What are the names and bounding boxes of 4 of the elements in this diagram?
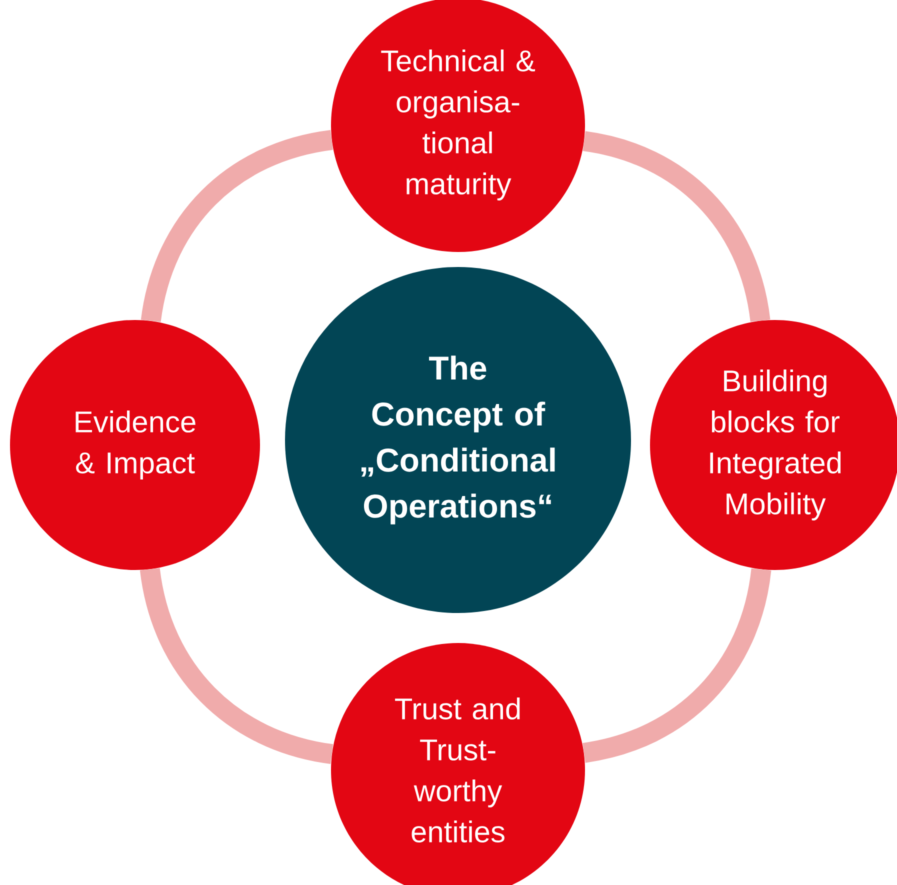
ring-arc [582,131,770,322]
ring-arc [140,568,334,764]
ring-arc [582,568,772,763]
ring-arc [140,130,334,323]
